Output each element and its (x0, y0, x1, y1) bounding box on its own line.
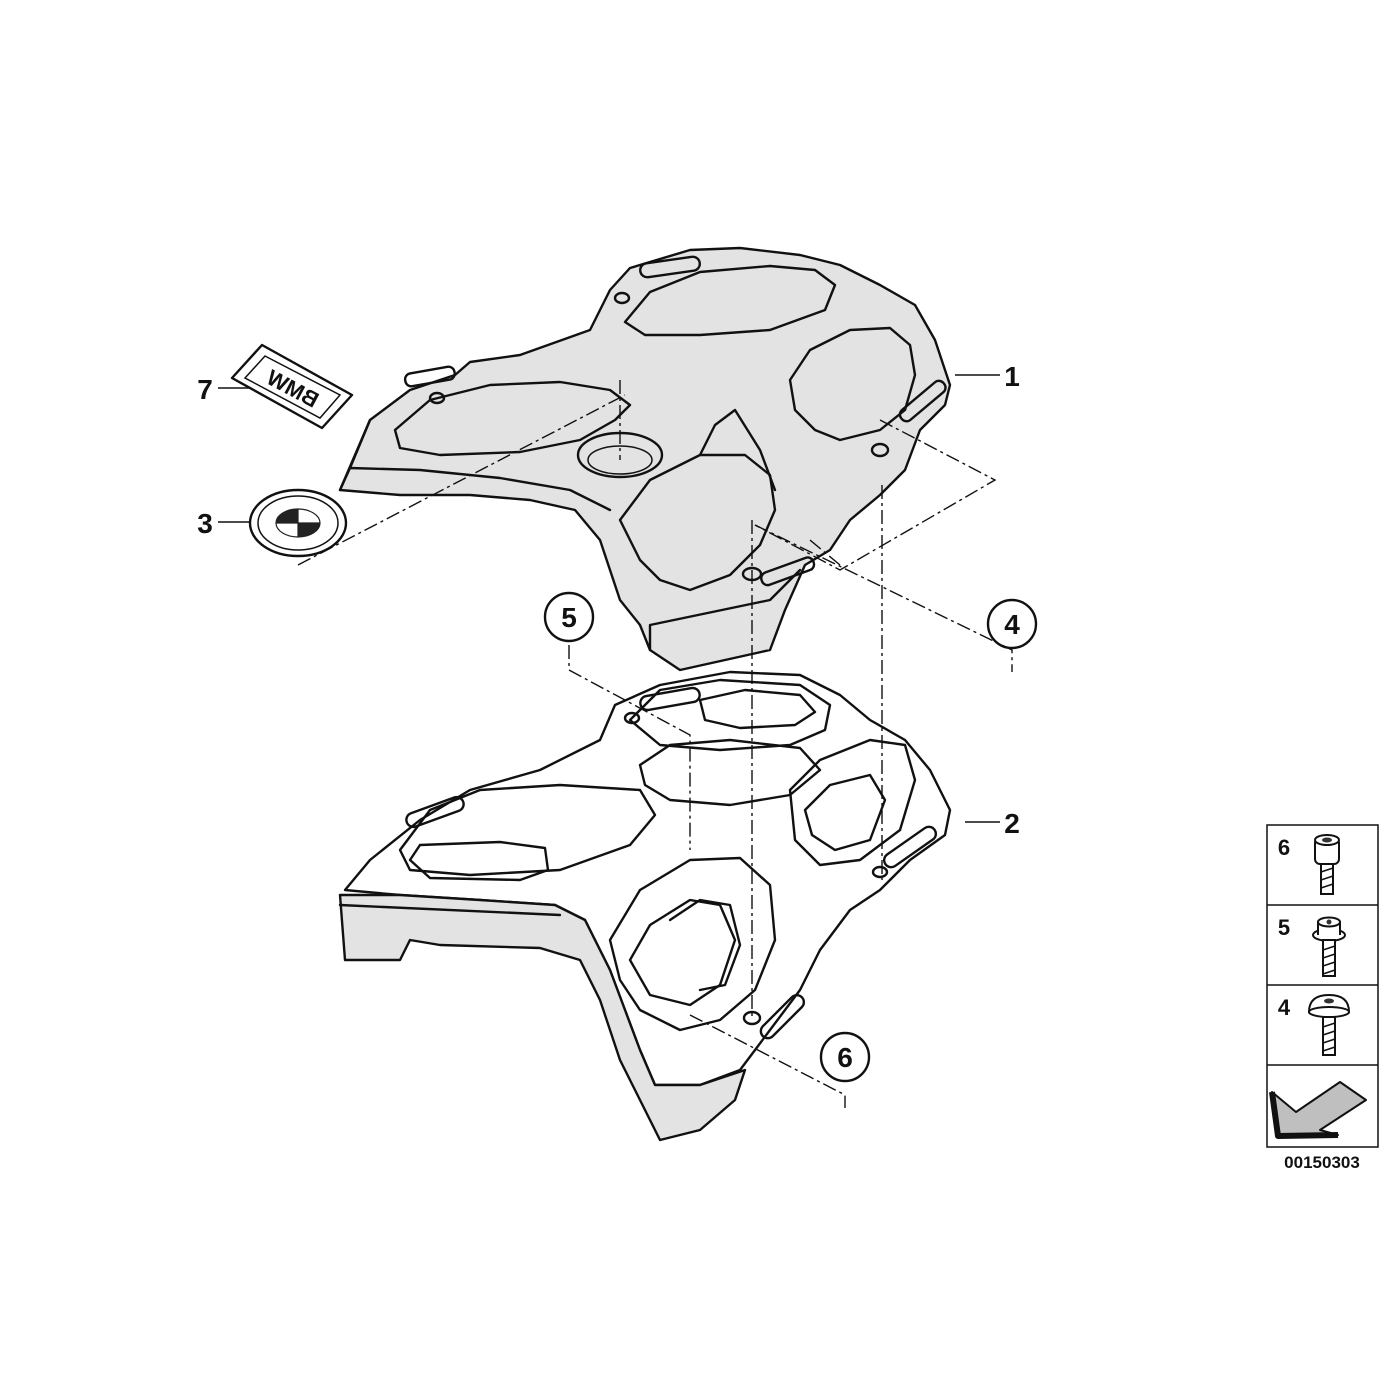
callout-5: 5 (561, 602, 577, 633)
legend-label-6: 6 (1278, 835, 1290, 860)
callout-2: 2 (1004, 808, 1020, 839)
flange-bolt-icon (1312, 916, 1346, 977)
emblem-plate: BMW (230, 343, 354, 430)
callout-7: 7 (197, 374, 213, 405)
emblem-plate-text: BMW (262, 365, 322, 413)
callout-4-circle (986, 598, 1038, 650)
callout-labels: 7 3 1 2 5 4 6 (197, 361, 1038, 1083)
callout-6-circle (819, 1031, 871, 1083)
pan-head-bolt-icon (1307, 993, 1351, 1056)
diagram-code: 00150303 (1284, 1153, 1360, 1172)
round-badge (248, 488, 348, 558)
luggage-rack-base (338, 670, 952, 1142)
luggage-rack-cover (338, 246, 952, 672)
legend-label-5: 5 (1278, 915, 1290, 940)
fastener-legend: 6 5 4 (1266, 824, 1379, 1148)
leader-lines (218, 374, 1013, 1108)
legend-label-4: 4 (1278, 995, 1291, 1020)
callout-3: 3 (197, 508, 213, 539)
socket-head-bolt-icon (1314, 834, 1340, 895)
callout-4: 4 (1004, 609, 1020, 640)
callout-5-circle (543, 591, 595, 643)
direction-arrow-icon (1269, 1081, 1367, 1139)
callout-6: 6 (837, 1042, 853, 1073)
callout-1: 1 (1004, 361, 1020, 392)
